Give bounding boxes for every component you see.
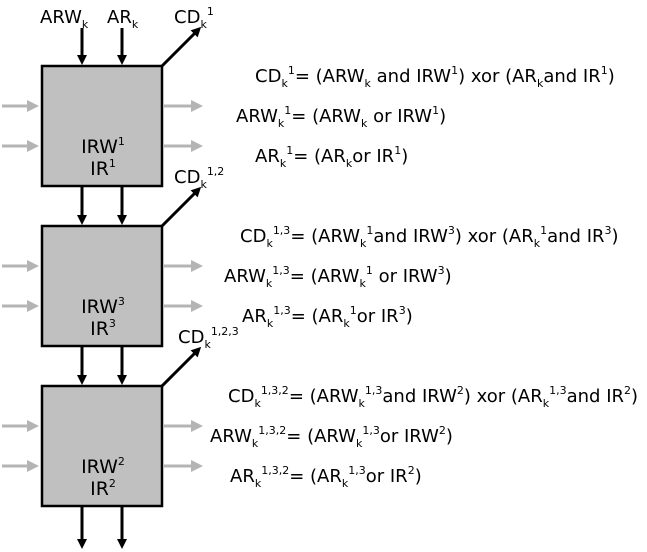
block-3 (40, 384, 164, 508)
equation-ar-1: ARk1= (ARkor IR1) (255, 144, 409, 170)
vertical-arrows (77, 28, 127, 549)
block-1-label: IRW1 IR1 (42, 136, 164, 180)
cd-output-label-1: CDk1 (174, 5, 214, 31)
side-arrows (2, 100, 203, 472)
block-2 (40, 224, 164, 348)
cd-arrows (160, 26, 202, 388)
equation-arw-1: ARWk1= (ARWk or IRW1) (236, 104, 447, 130)
equation-ar-3: ARk1,3,2= (ARk1,3or IR2) (230, 464, 422, 490)
input-ar-label: ARk (107, 7, 139, 31)
block-3-irw: IRW2 (81, 455, 125, 478)
block-2-irw: IRW3 (81, 295, 125, 318)
block-3-ir: IR2 (90, 477, 116, 500)
cd-output-label-3: CDk1,2,3 (178, 325, 239, 351)
equation-ar-2: ARk1,3= (ARk1or IR3) (242, 304, 413, 330)
block-1-irw: IRW1 (81, 135, 125, 158)
equation-cd-1: CDk1= (ARWk and IRW1) xor (ARkand IR1) (255, 64, 615, 90)
cd-output-label-2: CDk1,2 (174, 165, 225, 191)
block-1 (40, 64, 164, 188)
block-1-ir: IR1 (90, 157, 116, 180)
equation-arw-3: ARWk1,3,2= (ARWk1,3or IRW2) (210, 424, 453, 450)
input-arw-label: ARWk (40, 7, 89, 31)
block-2-ir: IR3 (90, 317, 116, 340)
equation-cd-3: CDk1,3,2= (ARWk1,3and IRW2) xor (ARk1,3a… (228, 384, 639, 410)
block-3-label: IRW2 IR2 (42, 456, 164, 500)
equation-cd-2: CDk1,3= (ARWk1and IRW3) xor (ARk1and IR3… (240, 224, 619, 250)
block-2-label: IRW3 IR3 (42, 296, 164, 340)
equation-arw-2: ARWk1,3= (ARWk1 or IRW3) (224, 264, 452, 290)
